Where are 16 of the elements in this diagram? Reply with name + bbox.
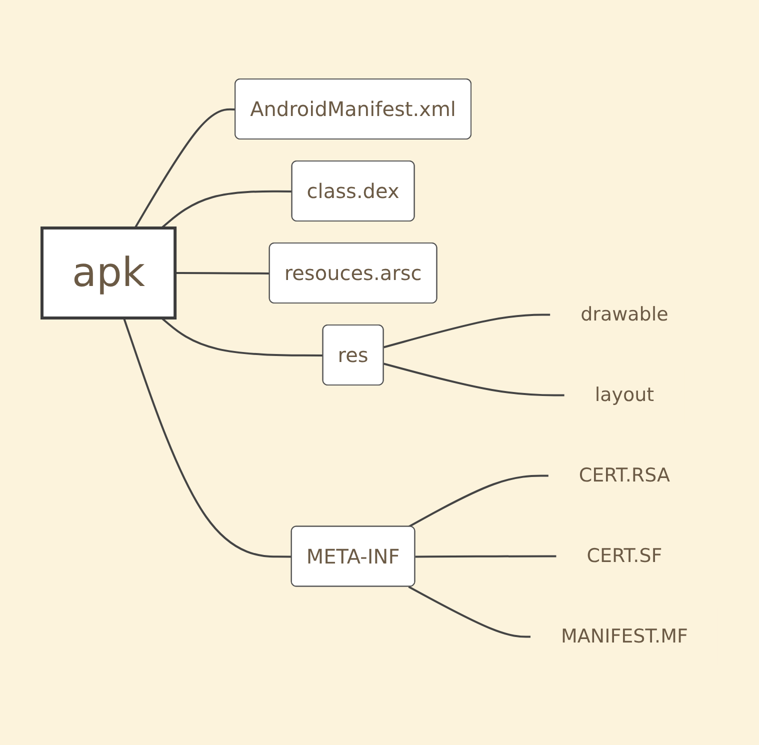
connector — [134, 108, 236, 228]
connector — [174, 272, 270, 274]
node-text: CERT.SF — [586, 545, 662, 567]
connector — [408, 474, 548, 528]
node-text: layout — [594, 384, 654, 406]
connector — [408, 586, 531, 638]
node-text: MANIFEST.MF — [560, 626, 688, 648]
connector — [122, 318, 292, 558]
node-text: drawable — [580, 304, 668, 326]
node-box: apk — [40, 226, 176, 320]
connector — [160, 317, 323, 356]
node-text: CERT.RSA — [578, 464, 670, 486]
connector — [383, 362, 564, 396]
connector — [383, 314, 550, 348]
connector — [160, 190, 292, 229]
connector — [414, 555, 556, 558]
